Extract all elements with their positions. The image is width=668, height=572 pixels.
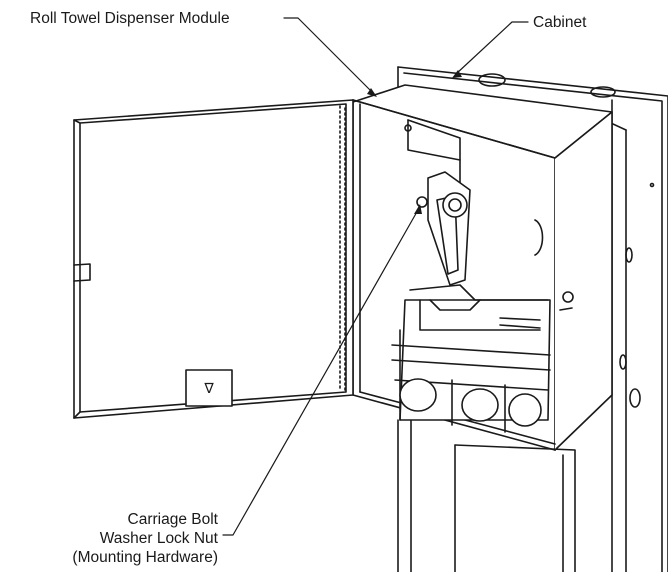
cabinet-leader [455,21,529,75]
leader-lines [222,17,529,536]
hardware-line-2: Washer Lock Nut [99,530,218,547]
towel-mechanism [391,171,551,433]
cabinet [397,66,668,572]
callout-hardware-label: Carriage Bolt Washer Lock Nut (Mounting … [0,510,218,567]
module-leader [283,17,376,96]
door: ∇ [73,99,354,419]
hardware-line-3: (Mounting Hardware) [72,549,218,566]
hardware-line-1: Carriage Bolt [127,511,218,528]
door-symbol: ∇ [203,381,214,397]
callout-cabinet-label: Cabinet [533,14,587,31]
callout-module-label: Roll Towel Dispenser Module [30,10,230,27]
hardware-leader [222,209,419,536]
